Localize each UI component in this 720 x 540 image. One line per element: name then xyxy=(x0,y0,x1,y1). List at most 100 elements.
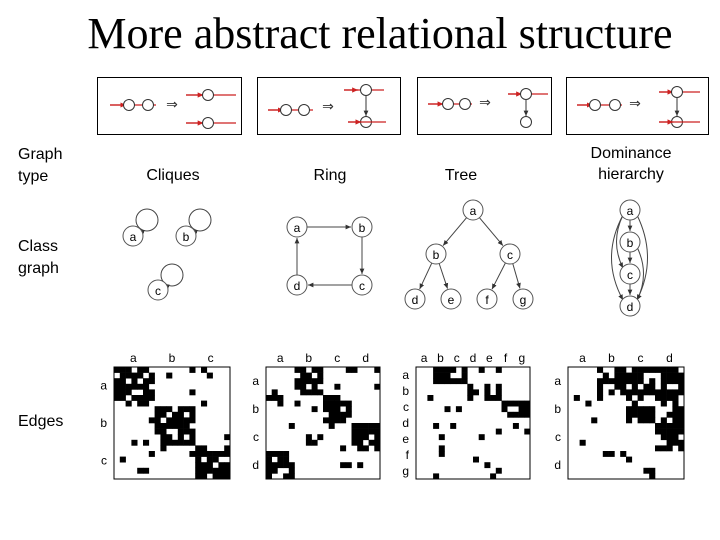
matrix-cell-tree xyxy=(495,389,502,396)
matrix-cell-ring xyxy=(368,439,375,446)
matrix-cell-cliques xyxy=(137,383,144,390)
matrix-cell-tree xyxy=(524,428,531,435)
matrix-cell-ring xyxy=(271,389,278,396)
matrix-cell-tree xyxy=(433,423,440,429)
matrix-cell-dominance xyxy=(626,378,633,385)
matrix-cell-ring xyxy=(271,395,278,401)
matrix-cell-cliques xyxy=(148,378,155,385)
matrix-cell-dominance xyxy=(672,406,679,413)
matrix-cell-tree xyxy=(501,400,508,407)
matrix-cell-cliques xyxy=(189,434,196,441)
matrix-cell-cliques xyxy=(183,428,190,435)
matrix-frame-tree xyxy=(415,366,531,480)
matrix-cell-cliques xyxy=(131,383,138,390)
matrix-cell-cliques xyxy=(166,417,173,424)
graph-curved-edge xyxy=(611,214,624,301)
matrix-cell-cliques xyxy=(154,428,161,435)
graph-node-label: b xyxy=(183,230,190,244)
matrix-cell-cliques xyxy=(137,372,144,379)
matrix-cell-dominance xyxy=(631,400,638,407)
matrix-cell-ring xyxy=(323,395,329,401)
matrix-cell-tree xyxy=(438,451,445,457)
matrix-cell-dominance xyxy=(666,378,673,385)
matrix-cell-dominance xyxy=(597,383,604,390)
matrix-top-label: a xyxy=(421,351,428,365)
matrix-cell-dominance xyxy=(666,445,673,452)
matrix-cell-dominance xyxy=(631,367,638,373)
graph-node-dominance-b: b xyxy=(619,231,641,253)
matrix-cell-ring xyxy=(323,406,329,413)
matrix-cell-ring xyxy=(340,462,347,469)
matrix-cell-ring xyxy=(317,372,324,379)
matrix-frame-dominance xyxy=(567,366,685,480)
graph-node-tree-f: f xyxy=(476,288,498,310)
matrix-cell-dominance xyxy=(614,372,621,379)
matrix-cell-dominance xyxy=(666,389,673,396)
matrix-cell-cliques xyxy=(189,417,196,424)
matrix-cell-ring xyxy=(271,451,278,457)
graph-node-ring-a: a xyxy=(286,216,308,238)
matrix-cell-ring xyxy=(266,451,272,457)
row-label-line: Graph xyxy=(18,146,63,163)
matrix-cell-cliques xyxy=(119,383,126,390)
matrix-cell-dominance xyxy=(643,467,650,474)
matrix-cell-tree xyxy=(433,378,440,385)
matrix-cell-dominance xyxy=(655,445,662,452)
matrix-cell-ring xyxy=(300,383,307,390)
matrix-cell-dominance xyxy=(660,417,667,424)
matrix-cell-cliques xyxy=(137,367,144,373)
rule-node xyxy=(142,99,154,111)
matrix-cell-cliques xyxy=(119,389,126,396)
matrix-frame-ring xyxy=(265,366,381,480)
matrix-cell-cliques xyxy=(125,400,132,407)
matrix-top-label: b xyxy=(608,351,615,365)
matrix-cell-ring xyxy=(334,400,341,407)
matrix-cell-cliques xyxy=(195,445,202,452)
matrix-cell-tree xyxy=(467,383,474,390)
matrix-cell-cliques xyxy=(212,451,219,457)
matrix-cell-ring xyxy=(277,456,284,463)
matrix-left-label: c xyxy=(555,430,561,444)
matrix-cell-tree xyxy=(461,372,468,379)
matrix-cell-ring xyxy=(294,400,301,407)
matrix-cell-tree xyxy=(444,378,451,385)
matrix-cell-cliques xyxy=(137,467,144,474)
matrix-cell-ring xyxy=(351,423,358,429)
matrix-cell-ring xyxy=(294,378,301,385)
matrix-cell-dominance xyxy=(637,417,644,424)
matrix-cell-ring xyxy=(328,411,335,418)
matrix-cell-cliques xyxy=(160,423,167,429)
matrix-cell-cliques xyxy=(148,451,155,457)
matrix-cell-cliques xyxy=(114,389,121,396)
matrix-top-label: d xyxy=(470,351,477,365)
matrix-top-label: c xyxy=(454,351,460,365)
matrix-cell-dominance xyxy=(643,389,650,396)
rule-node xyxy=(280,104,292,116)
matrix-cell-ring xyxy=(300,372,307,379)
matrix-cell-cliques xyxy=(143,383,150,390)
matrix-cell-cliques xyxy=(131,378,138,385)
matrix-left-label: a xyxy=(402,368,409,382)
matrix-cell-dominance xyxy=(631,406,638,413)
graph-node-label: d xyxy=(294,279,301,293)
matrix-cell-ring xyxy=(351,439,358,446)
matrix-cell-ring xyxy=(305,378,312,385)
matrix-cell-dominance xyxy=(643,417,650,424)
matrix-cell-ring xyxy=(368,428,375,435)
matrix-cell-cliques xyxy=(189,451,196,457)
matrix-cell-dominance xyxy=(655,389,662,396)
matrix-cell-ring xyxy=(357,434,364,441)
matrix-cell-cliques xyxy=(189,406,196,413)
matrix-cell-tree xyxy=(490,473,497,480)
matrix-cell-cliques xyxy=(172,423,179,429)
matrix-cell-dominance xyxy=(620,383,627,390)
matrix-cell-ring xyxy=(311,378,318,385)
implies-arrow-icon: ⇒ xyxy=(629,96,641,112)
matrix-cell-ring xyxy=(362,423,369,429)
row-label-line: graph xyxy=(18,260,59,277)
column-label-dominance: Dominance hierarchy xyxy=(571,143,691,185)
matrix-top-label: f xyxy=(504,351,508,365)
matrix-cell-dominance xyxy=(643,367,650,373)
matrix-cell-dominance xyxy=(660,395,667,401)
